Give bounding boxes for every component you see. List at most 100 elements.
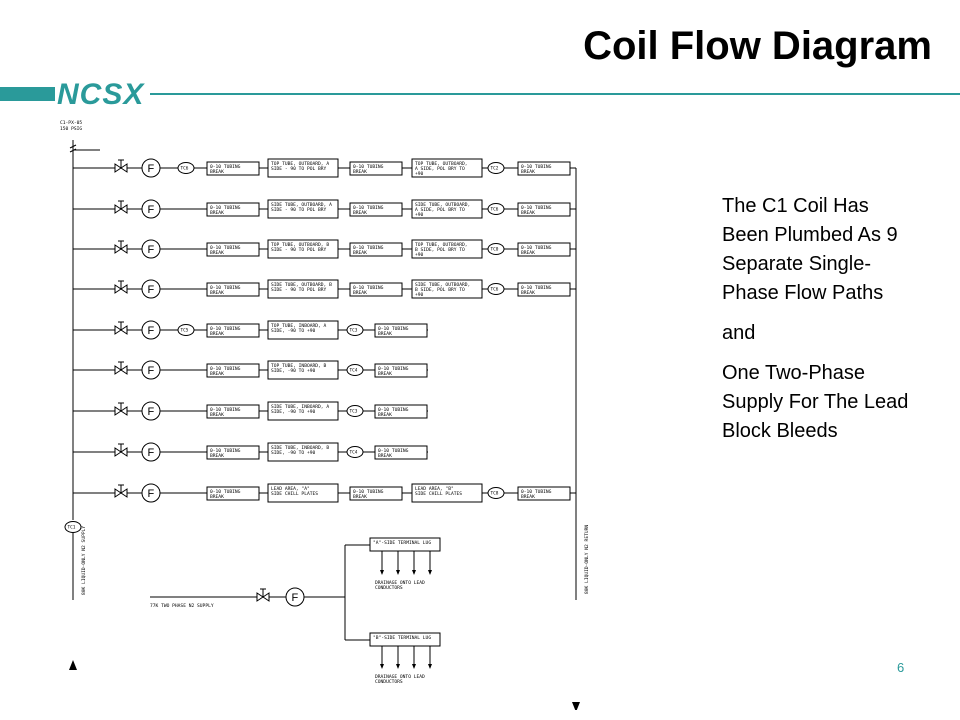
row-7-break-in-text: 0-10 TUBING [210, 407, 241, 413]
row-7-flow-meter [141, 401, 161, 421]
row-9-path-text: LEAD AREA, "A" [271, 486, 310, 492]
page-number: 6 [897, 660, 905, 675]
row-3-path2 [411, 239, 483, 259]
row-4-path [267, 279, 339, 299]
row-5-break-mid-text: 0-10 TUBING [378, 326, 409, 332]
return-label: 80K LIQUID-ONLY N2 RETURN [584, 525, 590, 594]
row-6-break-mid [374, 363, 428, 378]
row-2-path-text: SIDE - 90 TO POL BRY [271, 207, 327, 213]
row-3-path-text: SIDE - 90 TO POL BRY [271, 247, 327, 253]
row-1-out-tc [487, 162, 505, 174]
row-1-break-in-text: 0-10 TUBING [210, 164, 241, 170]
row-5-break-mid-text: BREAK [378, 331, 392, 337]
row-1-path-text: TOP TUBE, OUTBOARD, A [271, 161, 329, 167]
row-7-break-mid-text: 0-10 TUBING [378, 407, 409, 413]
row-3-out-tc-label: TC0 [491, 247, 499, 253]
row-2-path-text: SIDE TUBE, OUTBOARD, A [271, 202, 332, 208]
row-2-path2-text: A SIDE, POL BRY TO [415, 207, 465, 213]
row-7-path [267, 401, 339, 421]
row-6-break-in-text: BREAK [210, 371, 224, 377]
row-9-break-out-text: 0-10 TUBING [521, 489, 552, 495]
a-drain-arrow-2 [412, 570, 416, 575]
row-8-path-text: SIDE TUBE, INBOARD, B [271, 445, 329, 451]
row-2-break-in-text: 0-10 TUBING [210, 205, 241, 211]
row-4-break-out [517, 282, 571, 297]
row-6-break-mid-text: 0-10 TUBING [378, 366, 409, 372]
row-5-mid-tc [346, 324, 364, 336]
row-4-path2-text: SIDE TUBE, OUTBOARD, [415, 282, 470, 288]
row-5-break-in [206, 323, 260, 338]
row-9-path2 [411, 483, 483, 503]
supply-label: 80K LIQUID-ONLY N2 SUPPLY [81, 526, 87, 595]
row-8-path [267, 442, 339, 462]
row-4-path2 [411, 279, 483, 299]
row-1-path2-text: TOP TUBE, OUTBOARD, [415, 161, 468, 167]
supply-tc [64, 521, 82, 533]
row-9-out-tc-label: TC8 [491, 491, 499, 497]
supply-pressure: 150 PSIG [60, 126, 82, 132]
b-drain-arrow-1 [396, 664, 400, 669]
row-4-break-in [206, 282, 260, 297]
row-2-flow-meter [141, 199, 161, 219]
row-2-out-tc-label: TC6 [491, 207, 499, 213]
row-4-break-mid-text: 0-10 TUBING [353, 285, 384, 291]
row-9-path [267, 483, 339, 503]
row-6-break-mid-text: BREAK [378, 371, 392, 377]
row-7-mid-tc-label: TC3 [350, 409, 358, 415]
row-1-break-mid-text: 0-10 TUBING [353, 164, 384, 170]
row-3-out-tc [487, 243, 505, 255]
row-5-break-in-text: 0-10 TUBING [210, 326, 241, 332]
row-2-path2-text: +90 [415, 212, 424, 218]
row-7-break-mid [374, 404, 428, 419]
row-7-mid-tc [346, 405, 364, 417]
ncsx-logo: NCSX [57, 78, 145, 111]
row-1-path2-text: A SIDE, POL BRY TO [415, 166, 465, 172]
row-7-break-in-text: BREAK [210, 412, 224, 418]
a-drainage-label-2: CONDUCTORS [375, 585, 403, 591]
row-3-break-in-text: BREAK [210, 250, 224, 256]
row-1-break-mid [349, 161, 403, 176]
row-6-flow-meter [141, 360, 161, 380]
two-phase-flow-meter-symbol: F [292, 592, 299, 604]
b-terminal-lug [369, 632, 441, 647]
row-2-out-tc [487, 203, 505, 215]
row-6-break-in-text: 0-10 TUBING [210, 366, 241, 372]
row-3-path-text: TOP TUBE, OUTBOARD, B [271, 242, 329, 248]
b-drain-arrow-0 [380, 664, 384, 669]
row-1-break-mid-text: BREAK [353, 169, 367, 175]
row-3-path2-text: B SIDE, POL BRY TO [415, 247, 465, 253]
row-9-break-out [517, 486, 571, 501]
row-7-break-in [206, 404, 260, 419]
row-4-break-out-text: 0-10 TUBING [521, 285, 552, 291]
row-3-break-out [517, 242, 571, 257]
row-5-break-in-text: BREAK [210, 331, 224, 337]
row-9-out-tc [487, 487, 505, 499]
row-9-path2-text: LEAD AREA, "B" [415, 486, 454, 492]
row-2-break-in [206, 202, 260, 217]
row-2-break-out-text: 0-10 TUBING [521, 205, 552, 211]
row-4-path-text: SIDE - 90 TO POL BRY [271, 287, 327, 293]
row-4-break-out-text: BREAK [521, 290, 535, 296]
a-terminal-lug [369, 537, 441, 552]
row-5-flow-meter-symbol: F [148, 325, 155, 337]
row-8-break-in-text: BREAK [210, 453, 224, 459]
row-4-path2-text: B SIDE, POL BRY TO [415, 287, 465, 293]
row-4-path2-text: +90 [415, 292, 424, 298]
row-4-break-in-text: BREAK [210, 290, 224, 296]
row-1-path-text: SIDE - 90 TO POL BRY [271, 166, 327, 172]
row-3-break-in-text: 0-10 TUBING [210, 245, 241, 251]
two-phase-label: 77K TWO PHASE N2 SUPPLY [150, 603, 214, 609]
row-2-path2 [411, 199, 483, 219]
row-2-break-out-text: BREAK [521, 210, 535, 216]
row-5-path-text: TOP TUBE, INBOARD, A [271, 323, 327, 329]
row-9-break-in [206, 486, 260, 501]
supply-tag: C1-PX-05 [60, 120, 82, 126]
row-3-break-mid [349, 242, 403, 257]
row-1-flow-meter [141, 158, 161, 178]
row-2-break-mid-text: BREAK [353, 210, 367, 216]
row-9-break-mid [349, 486, 403, 501]
row-5-path [267, 320, 339, 340]
row-6-mid-tc [346, 364, 364, 376]
row-3-path [267, 239, 339, 259]
row-1-break-in [206, 161, 260, 176]
